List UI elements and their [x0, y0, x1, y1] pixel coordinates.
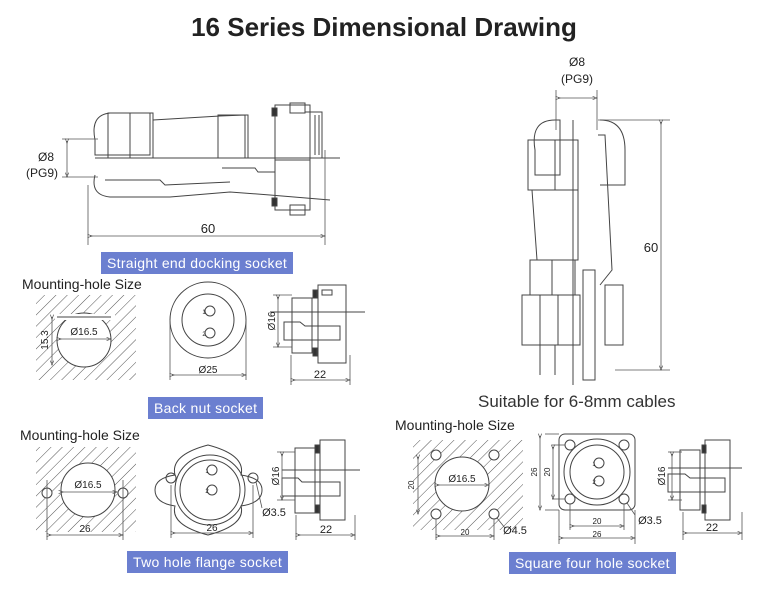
back-nut-side-view — [270, 284, 365, 364]
two-hole-flange-label: Two hole flange socket — [127, 551, 289, 573]
flange-front-dims — [170, 481, 263, 538]
flange-pin-1: 1 — [205, 469, 209, 475]
back-nut-pin-2: 2 — [202, 332, 206, 338]
back-nut-hole-flat: 15.3 — [40, 330, 51, 350]
square-mh-spacing-h: 20 — [461, 528, 470, 537]
flange-mounting-hole-title: Mounting-hole Size — [20, 427, 140, 443]
cable-note: Suitable for 6-8mm cables — [478, 392, 676, 411]
vertical-cable-gland: (PG9) — [561, 72, 593, 86]
back-nut-front-view — [169, 281, 247, 359]
square-flange-outer-h: 26 — [593, 530, 602, 539]
square-flange-inner-h: 20 — [593, 517, 602, 526]
vertical-cable-dia: Ø8 — [569, 55, 585, 69]
back-nut-thread-dia: Ø16 — [267, 311, 278, 330]
straight-cable-gland: (PG9) — [26, 166, 58, 180]
square-flange-outer-v: 26 — [530, 467, 539, 476]
square-mh-spacing-v: 20 — [407, 480, 416, 489]
back-nut-mounting-hole-title: Mounting-hole Size — [22, 276, 142, 292]
straight-end-dimensions — [62, 138, 325, 245]
flange-depth: 22 — [320, 524, 332, 536]
flange-hole-dia: Ø16.5 — [74, 480, 102, 491]
back-nut-body-dia: Ø25 — [199, 365, 218, 376]
square-side-dims — [668, 451, 743, 540]
vertical-socket-drawing — [521, 119, 626, 385]
back-nut-label: Back nut socket — [148, 397, 264, 419]
square-hole-dia: Ø16.5 — [448, 474, 476, 485]
back-nut-mh-dims — [52, 317, 109, 363]
square-pin-2: 2 — [592, 480, 596, 486]
square-mounting-hole-title: Mounting-hole Size — [395, 417, 515, 433]
flange-screw-hole: Ø3.5 — [262, 507, 286, 519]
square-thread-dia: Ø16 — [657, 466, 668, 485]
square-mount-screw-hole: Ø4.5 — [503, 525, 527, 537]
square-flange-inner-v: 20 — [543, 467, 552, 476]
square-front-view — [558, 433, 636, 511]
page-title: 16 Series Dimensional Drawing — [191, 12, 577, 42]
straight-cable-dia: Ø8 — [38, 150, 54, 164]
square-side-view — [667, 439, 742, 521]
back-nut-side-dims — [273, 294, 350, 385]
square-depth: 22 — [706, 522, 718, 534]
back-nut-pin-1: 1 — [202, 310, 206, 316]
square-screw-hole: Ø3.5 — [638, 515, 662, 527]
square-four-hole-label: Square four hole socket — [509, 552, 676, 574]
vertical-dimensions — [555, 90, 670, 370]
flange-spacing: 26 — [206, 523, 218, 534]
flange-side-dims — [277, 451, 355, 540]
flange-pin-2: 2 — [205, 489, 209, 495]
flange-front-view — [154, 444, 263, 536]
flange-mh-dims — [46, 480, 124, 540]
flange-thread-dia: Ø16 — [271, 466, 282, 485]
square-pin-1: 1 — [592, 462, 596, 468]
back-nut-depth: 22 — [314, 369, 326, 381]
straight-length: 60 — [201, 221, 215, 236]
flange-hole-spacing: 26 — [79, 524, 91, 535]
straight-end-socket-drawing — [93, 102, 340, 216]
vertical-length: 60 — [644, 240, 658, 255]
square-mh-dims — [418, 457, 506, 540]
back-nut-front-dims — [169, 320, 247, 380]
back-nut-hole-dia: Ø16.5 — [70, 327, 98, 338]
square-front-dims — [540, 433, 636, 544]
flange-mounting-hole — [36, 447, 136, 532]
straight-end-label: Straight end docking socket — [101, 252, 294, 274]
